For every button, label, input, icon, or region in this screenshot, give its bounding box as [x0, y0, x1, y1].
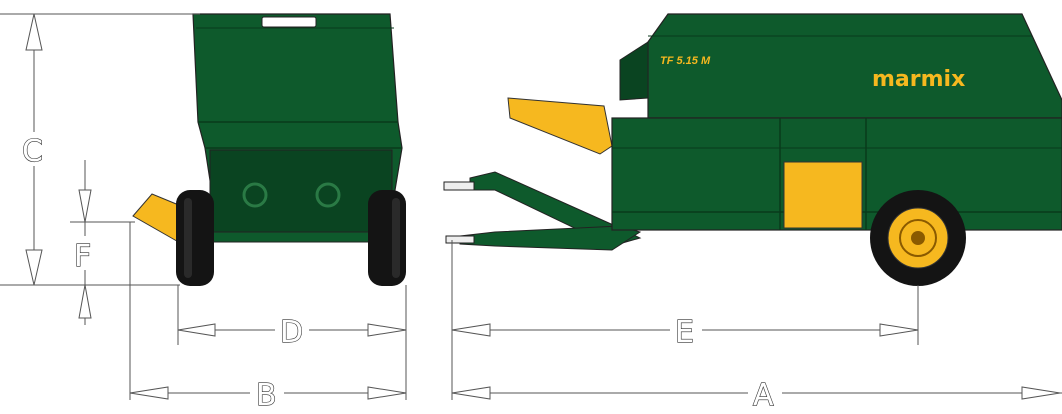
- front-view: [132, 13, 406, 286]
- side-wheel: [870, 190, 966, 286]
- side-discharge-chute: [507, 97, 613, 155]
- side-view: TF 5.15 M marmix: [443, 13, 1062, 286]
- dimension-label-e: E: [675, 315, 694, 350]
- model-label: TF 5.15 M: [660, 55, 711, 67]
- dimension-label-b: B: [256, 378, 277, 413]
- brand-logo-text: marmix: [872, 67, 965, 92]
- dimension-label-d: D: [280, 315, 303, 350]
- front-auger-left: [242, 182, 268, 208]
- front-right-tire: [368, 190, 406, 286]
- dimension-label-c: C: [22, 134, 43, 169]
- front-auger-right: [315, 182, 341, 208]
- dimension-label-f: F: [74, 239, 91, 274]
- side-drawbar: [443, 171, 642, 251]
- dimension-label-a: A: [753, 378, 774, 413]
- dimension-labels: C F D B E A: [16, 132, 782, 414]
- front-lid-handle: [261, 16, 317, 28]
- front-mixer-box: [209, 149, 393, 233]
- front-axle: [194, 231, 396, 243]
- side-door-panel: [783, 161, 863, 229]
- front-left-tire: [176, 190, 214, 286]
